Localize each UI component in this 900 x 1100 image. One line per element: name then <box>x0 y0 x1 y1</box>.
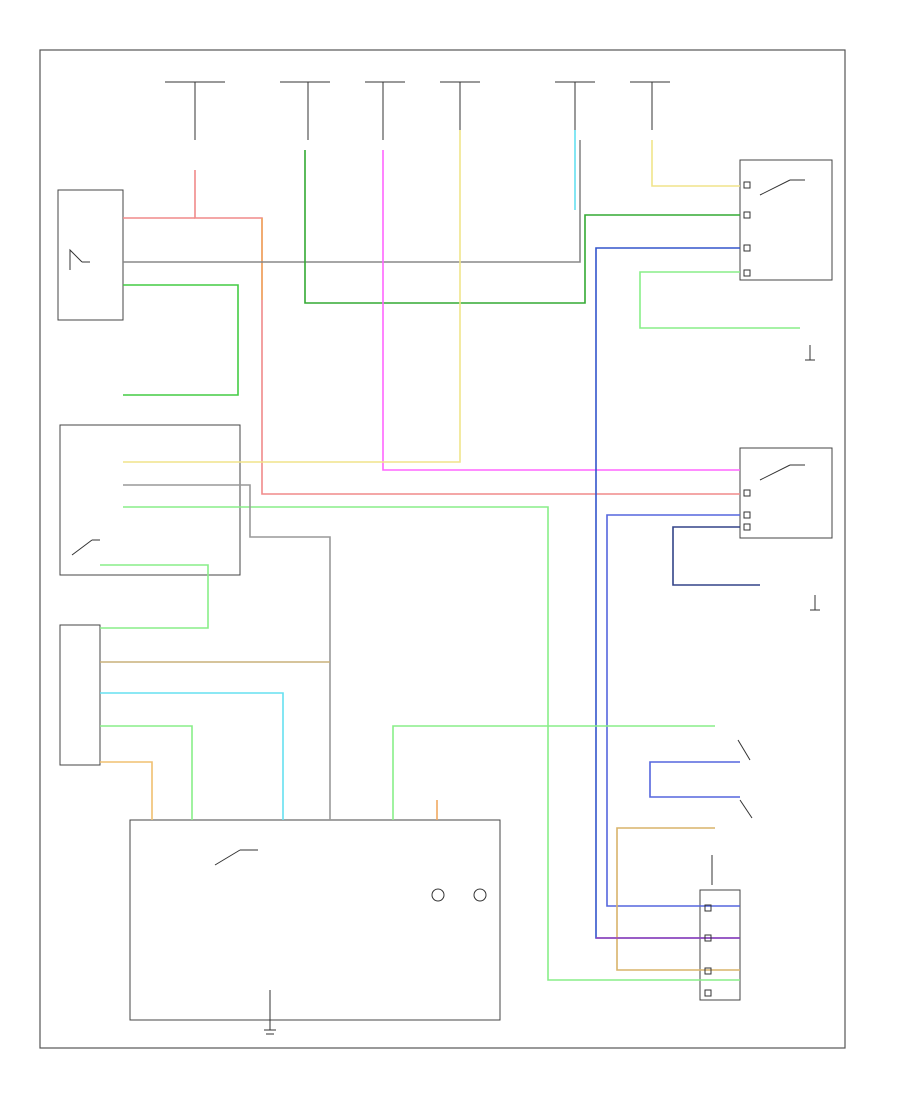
wire-grey <box>123 140 581 263</box>
ground-icon <box>264 990 276 1035</box>
wire-cyan-low <box>100 692 284 820</box>
wires <box>100 130 800 981</box>
module-box-right-low <box>699 889 741 1001</box>
ground-icon <box>810 595 820 611</box>
wire-lightgreen-low <box>100 725 193 820</box>
wire-lightgreen-long <box>123 506 740 981</box>
pin <box>704 904 712 912</box>
wire-tan-right <box>616 827 740 971</box>
switch-box-left-mid <box>59 424 241 576</box>
relay-box-right-top <box>739 159 833 281</box>
wire-lightgreen-lowleft <box>100 564 209 629</box>
pin <box>704 967 712 975</box>
pin <box>743 211 751 219</box>
lamp-icon <box>473 888 487 902</box>
switch-contact-icon <box>737 739 751 761</box>
lamp-icon <box>431 888 445 902</box>
diagram-border <box>39 49 846 1049</box>
wire-grey-box <box>123 484 331 820</box>
wire-orange-low <box>100 761 153 820</box>
pin <box>743 269 751 277</box>
components <box>57 159 833 1021</box>
wire-lightgreen-mid <box>392 725 715 820</box>
switch-contact-icon <box>739 799 753 819</box>
wire-green-top <box>304 150 740 304</box>
contact-symbols <box>69 179 820 1035</box>
pin <box>743 523 751 531</box>
ground-icon <box>805 345 815 361</box>
relay-contact-icon <box>69 248 90 270</box>
wire-pink <box>382 150 740 471</box>
wire-green-left <box>123 284 239 396</box>
wire-blue-mid <box>606 514 740 907</box>
relay-contact-icon <box>759 179 805 196</box>
wire-yellow-top <box>651 140 740 187</box>
pin <box>704 989 712 997</box>
relay-box-right-mid <box>739 447 833 539</box>
wire-blue-right <box>649 761 740 798</box>
pin <box>743 244 751 252</box>
wire-red <box>194 170 740 495</box>
relay-box-left-top <box>57 189 124 321</box>
switch-contact-icon <box>214 849 258 866</box>
wire-navy <box>672 526 760 586</box>
wire-yellow <box>123 130 461 463</box>
pin <box>704 934 712 942</box>
control-module-bottom <box>129 819 501 1021</box>
pin <box>743 489 751 497</box>
pin <box>743 511 751 519</box>
connector-pins <box>704 181 751 997</box>
relay-contact-icon <box>759 464 805 481</box>
wire-lightgreen-right <box>639 271 800 329</box>
pin <box>743 181 751 189</box>
fuse-feeds <box>165 81 670 140</box>
connector-box-left-low <box>59 624 101 766</box>
switch-contact-icon <box>71 539 100 556</box>
